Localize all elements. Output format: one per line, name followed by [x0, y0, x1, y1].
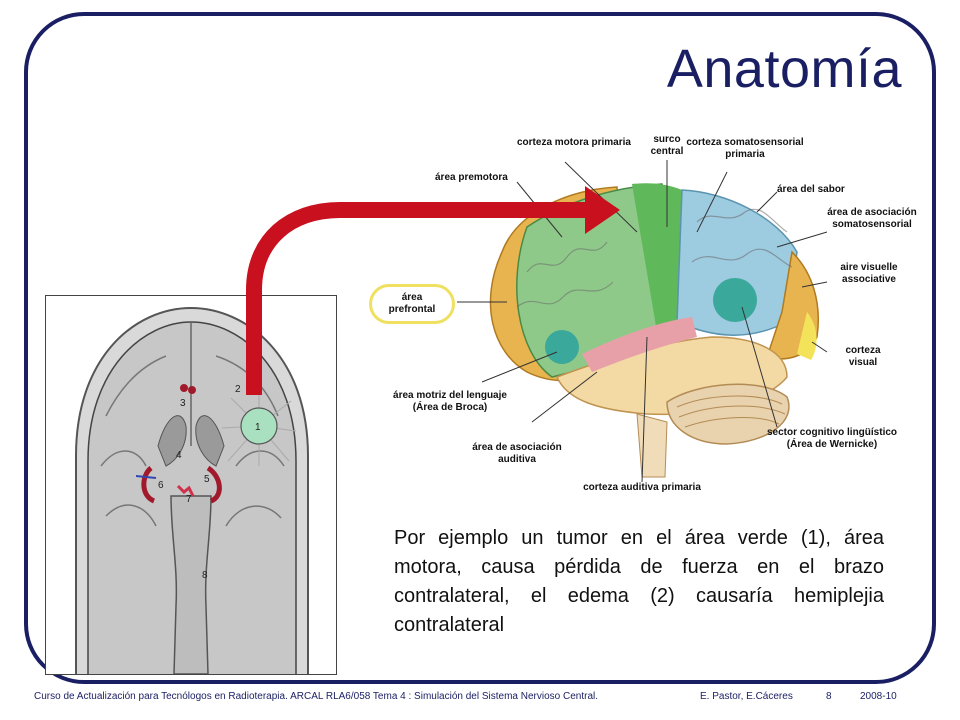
coronal-brain-drawing: 1 2 3 4 5 6 7 8 [75, 306, 309, 675]
label-central-sulcus: surco central [650, 134, 684, 157]
label-visual-cortex: corteza visual [845, 345, 881, 368]
marker-7: 7 [186, 494, 192, 505]
label-taste: área del sabor [777, 184, 845, 195]
footer-page-number: 8 [826, 691, 832, 702]
label-motor-cortex: corteza motora primaria [517, 137, 631, 148]
label-wernicke: sector cognitivo lingüístico (Área de We… [767, 427, 898, 450]
label-broca: área motriz del lenguaje (Área de Broca) [393, 390, 507, 413]
marker-3: 3 [180, 398, 186, 409]
slide-caption: Por ejemplo un tumor en el área verde (1… [394, 527, 884, 636]
label-auditory-cortex: corteza auditiva primaria [583, 482, 701, 493]
slide-title: Anatomía [666, 39, 902, 99]
label-prefrontal: área prefrontal [388, 292, 436, 315]
footer-course: Curso de Actualización para Tecnólogos e… [34, 691, 599, 702]
label-visual-assoc: aire visuelle associative [840, 262, 898, 285]
marker-2: 2 [235, 384, 241, 395]
label-somatosensory-assoc: área de asociación somatosensorial [827, 207, 917, 230]
footer-years: 2008-10 [860, 691, 897, 702]
lateral-brain-figure: corteza motora primaria surco central co… [367, 132, 917, 512]
label-premotor: área premotora [435, 172, 508, 183]
footer-authors: E. Pastor, E.Cáceres [700, 691, 793, 702]
marker-4: 4 [176, 450, 182, 461]
marker-6: 6 [158, 480, 164, 491]
coronal-brain-figure: 1 2 3 4 5 6 7 8 [45, 295, 337, 675]
tumor-marker [240, 407, 278, 445]
marker-5: 5 [204, 474, 210, 485]
label-auditory-assoc: área de asociación auditiva [472, 442, 562, 465]
marker-1: 1 [255, 422, 261, 433]
label-somatosensory-cortex: corteza somatosensorial primaria [686, 137, 804, 160]
marker-8: 8 [202, 570, 208, 581]
